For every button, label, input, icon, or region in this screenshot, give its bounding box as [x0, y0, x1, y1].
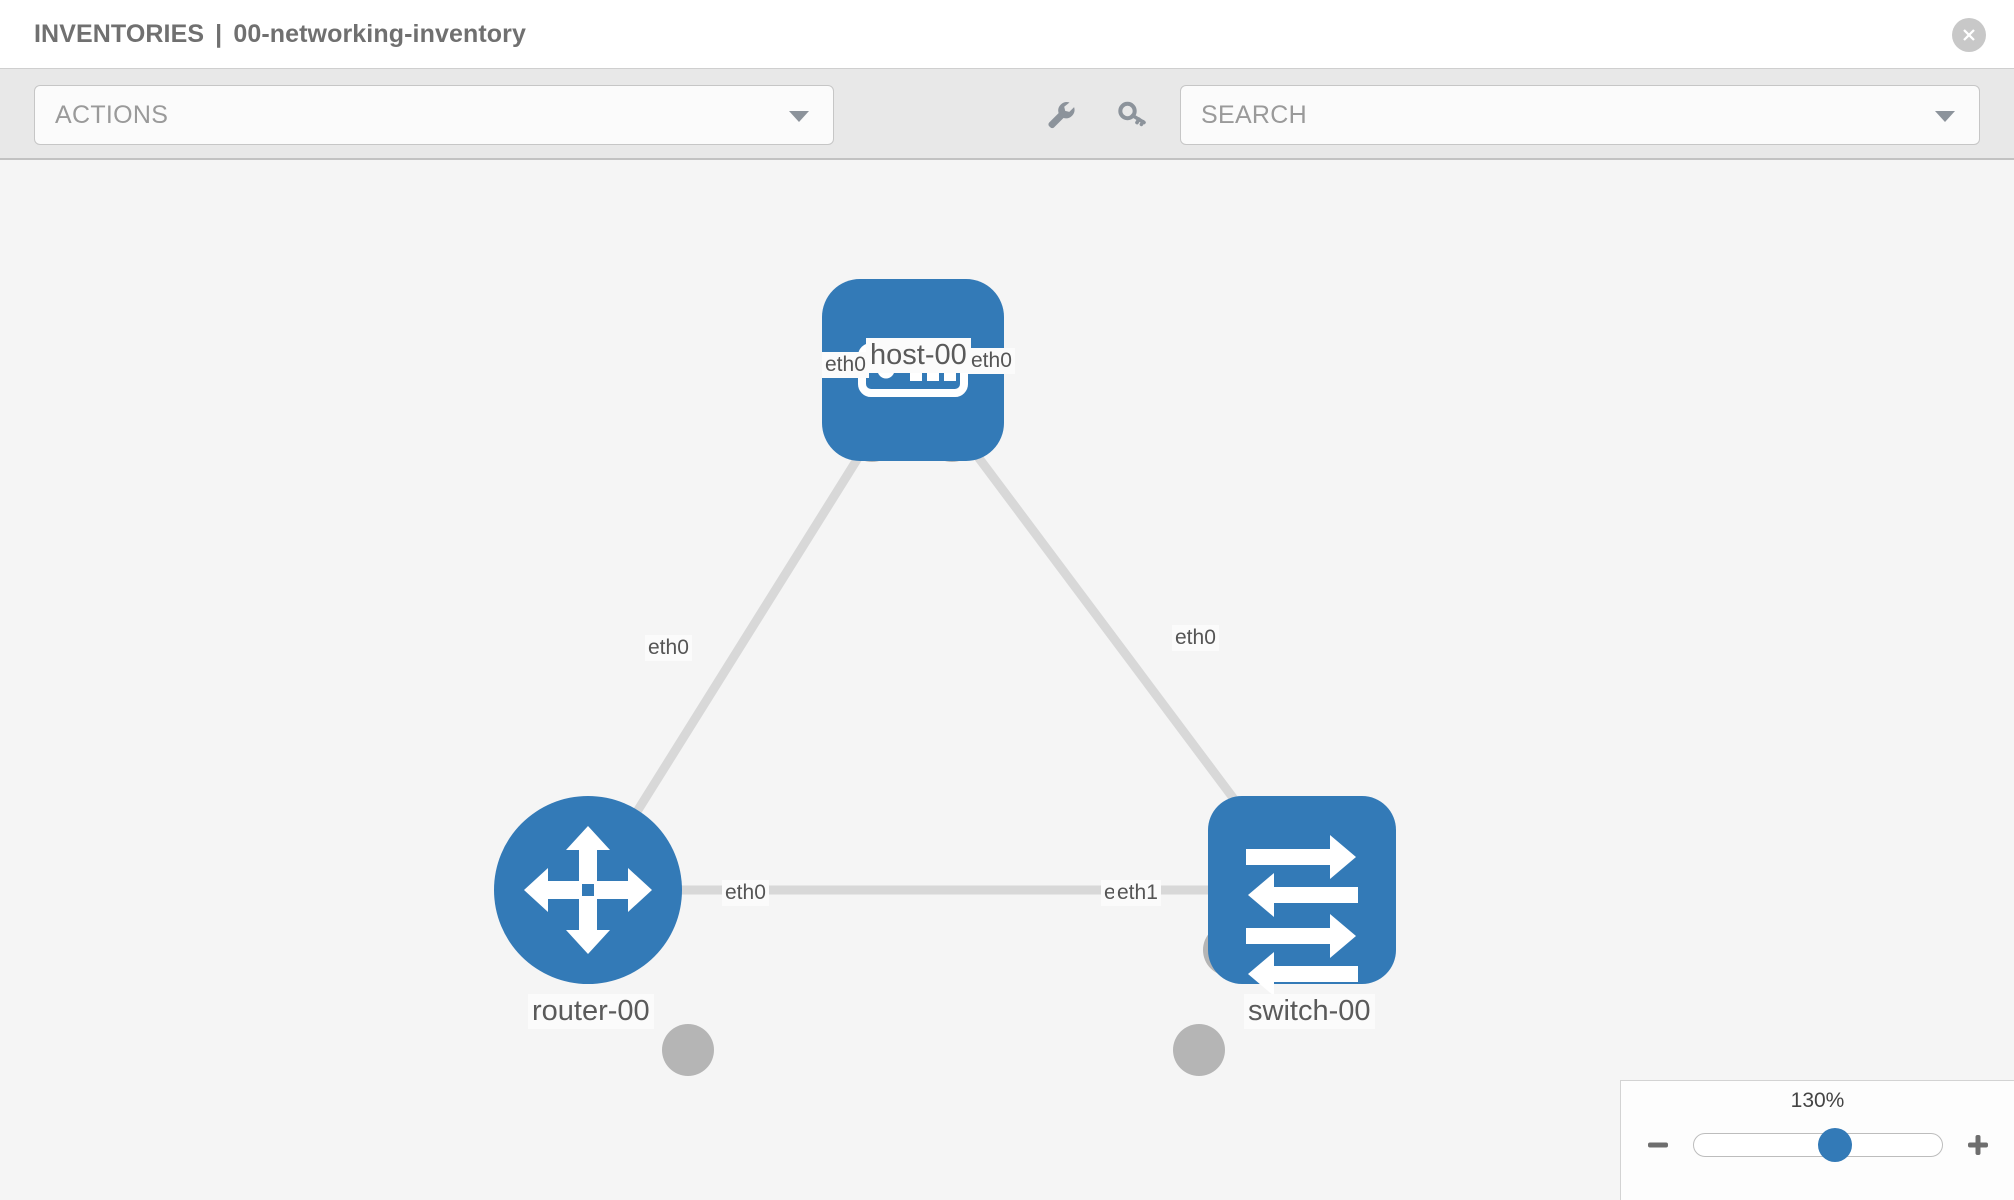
breadcrumb-inventory-name: 00-networking-inventory [233, 19, 526, 48]
close-button[interactable] [1952, 18, 1986, 52]
node-switch-00[interactable] [1208, 796, 1396, 996]
zoom-in-button[interactable] [1963, 1130, 1993, 1160]
chevron-down-icon [789, 111, 809, 122]
actions-dropdown-label: ACTIONS [55, 100, 169, 129]
page-header: INVENTORIES | 00-networking-inventory [0, 0, 2014, 68]
zoom-slider-thumb[interactable] [1817, 1128, 1852, 1162]
actions-dropdown[interactable]: ACTIONS [34, 85, 834, 145]
minus-icon [1647, 1142, 1668, 1148]
wrench-icon [1048, 102, 1075, 129]
topology-canvas[interactable]: host-00 router-00 switch-00 eth0 eth0 et… [0, 160, 2014, 1200]
wrench-button[interactable] [1040, 94, 1082, 136]
topology-graph [494, 279, 1396, 1076]
node-host-00-shape[interactable] [822, 279, 1004, 461]
connector-switch00-eth1[interactable] [1173, 1024, 1225, 1076]
key-icon [1118, 101, 1146, 127]
breadcrumb: INVENTORIES | 00-networking-inventory [34, 20, 526, 49]
breadcrumb-section[interactable]: INVENTORIES [34, 19, 205, 48]
router-arrows-icon [524, 826, 652, 954]
plus-icon [1967, 1135, 1988, 1155]
node-router-00-shape[interactable] [494, 796, 682, 984]
zoom-control-panel: 130% [1620, 1080, 2014, 1200]
toolbar: ACTIONS SEARCH [0, 68, 2014, 160]
switch-arrows-icon [1246, 835, 1358, 996]
zoom-out-button[interactable] [1643, 1130, 1673, 1160]
zoom-percent-label: 130% [1790, 1089, 1845, 1112]
node-router-00[interactable] [494, 796, 682, 984]
chevron-down-icon[interactable] [1935, 111, 1955, 122]
key-button[interactable] [1112, 94, 1154, 136]
connector-group [662, 410, 1255, 1076]
zoom-slider[interactable] [1692, 1128, 1943, 1162]
toolbar-icon-group [1040, 85, 1154, 145]
search-placeholder: SEARCH [1201, 100, 1307, 129]
close-icon [1963, 29, 1975, 41]
connector-router00-eth0[interactable] [662, 1024, 714, 1076]
zoom-slider-row [1621, 1125, 2014, 1165]
breadcrumb-separator: | [215, 19, 223, 48]
search-input[interactable]: SEARCH [1180, 85, 1980, 145]
node-host-00[interactable] [822, 279, 1004, 461]
